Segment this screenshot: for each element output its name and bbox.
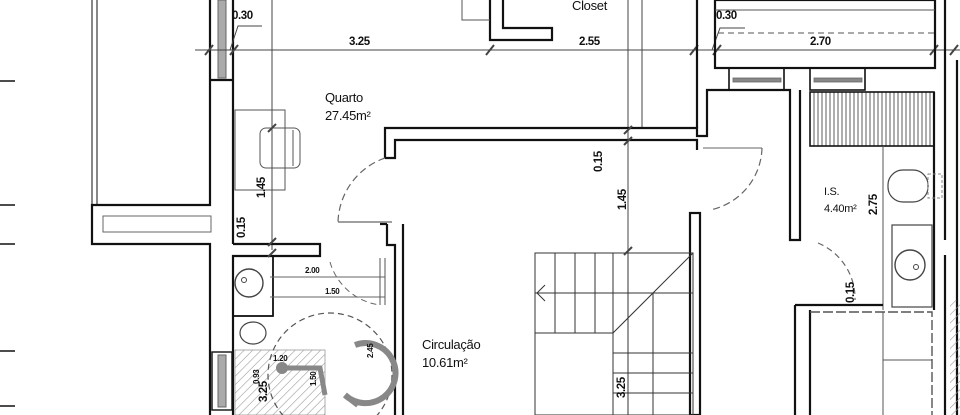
top-dimension-line — [195, 0, 960, 250]
room-label-closet: Closet — [572, 0, 608, 13]
left-margin-ticks — [0, 80, 15, 407]
room-area-is: 4.40m² — [824, 203, 857, 215]
accessible-wc — [232, 255, 399, 415]
dim-quarto-width: 3.25 — [349, 36, 370, 48]
quarto-door-swing — [337, 157, 386, 223]
dim-top-wall-left: 0.30 — [232, 10, 253, 22]
room-area-quarto: 27.45m² — [325, 108, 371, 123]
dim-is-height: 2.75 — [868, 194, 880, 215]
room-label-is: I.S. — [824, 186, 840, 198]
dim-wc-length: 3.25 — [258, 381, 270, 402]
staircase — [534, 250, 694, 415]
dim-quarto-wall: 0.15 — [236, 217, 248, 238]
dim-top-wall-right: 0.30 — [716, 10, 737, 22]
dim-desk-depth: 1.45 — [256, 177, 268, 198]
dim-wc-outer: 2.00 — [305, 266, 320, 275]
closet — [461, 0, 699, 128]
dim-wc-clearance: 1.20 — [273, 354, 288, 363]
dim-stair-length: 3.25 — [616, 377, 628, 398]
dim-wc-inner: 1.50 — [325, 287, 340, 296]
room-label-quarto: Quarto — [325, 90, 363, 105]
dim-wc-turn: 2.45 — [366, 343, 375, 358]
dim-closet-width: 2.55 — [579, 36, 600, 48]
is-bathroom — [713, 0, 960, 415]
dim-corridor-wall: 0.15 — [593, 151, 605, 172]
room-area-circulacao: 10.61m² — [422, 355, 468, 370]
desk-chair — [234, 109, 301, 191]
corridor-door-swing — [709, 147, 763, 211]
dim-is-width: 2.70 — [810, 36, 831, 48]
balcony — [90, 0, 212, 415]
room-label-circulacao: Circulação — [422, 337, 481, 352]
dim-wc-wheelchair: 1.50 — [309, 371, 318, 386]
dim-corridor-depth: 1.45 — [617, 189, 629, 210]
corridor-walls — [380, 88, 802, 415]
dim-is-wall: 0.15 — [845, 282, 857, 303]
left-exterior-wall — [210, 0, 235, 411]
